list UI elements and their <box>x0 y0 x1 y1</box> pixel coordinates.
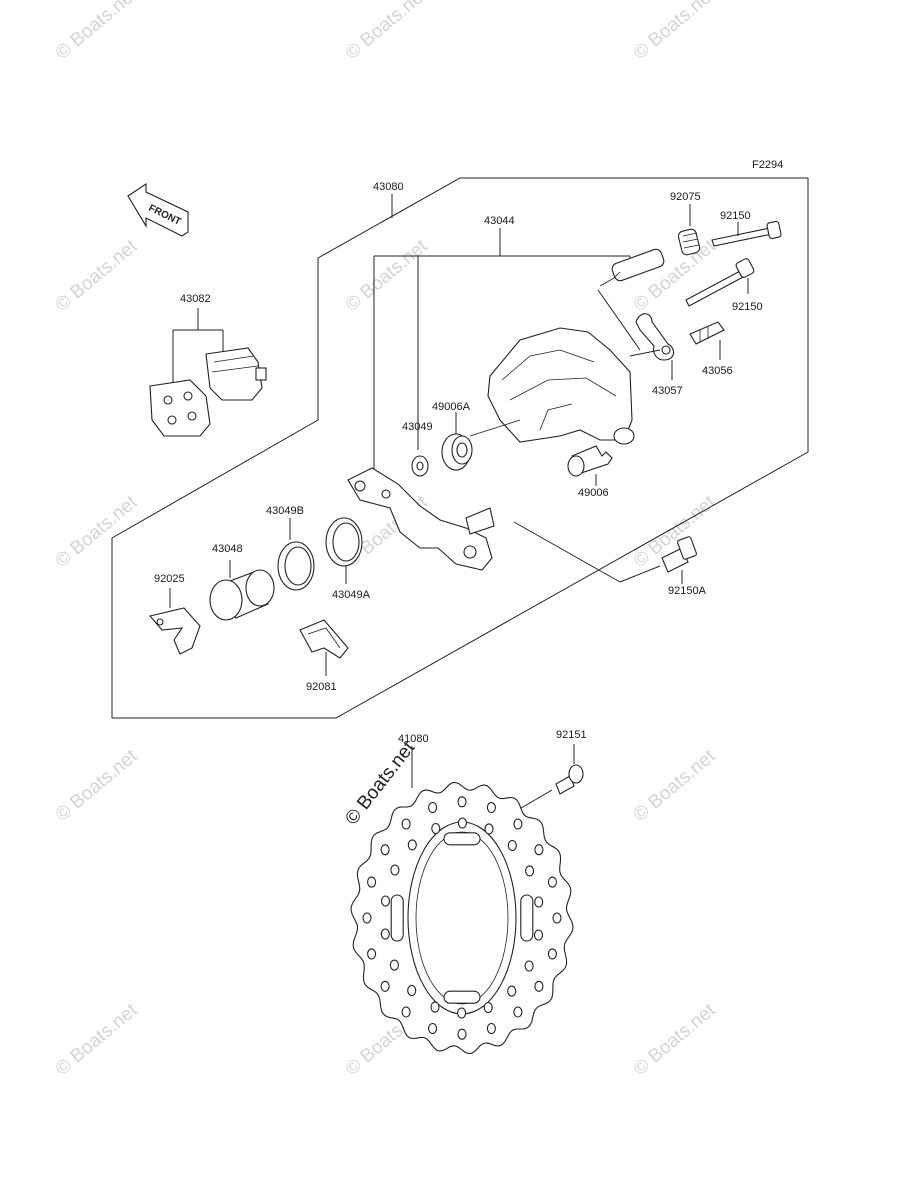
boot-92075 <box>677 204 701 256</box>
piston-43048 <box>209 560 275 621</box>
assembly-frame-43080 <box>111 177 809 719</box>
label-92025: 92025 <box>154 573 185 585</box>
label-92151: 92151 <box>556 729 587 741</box>
watermark: © Boats.net <box>630 745 720 826</box>
washer-43049 <box>411 455 429 477</box>
watermark: © Boats.net <box>52 999 142 1080</box>
disc-vent-hole <box>484 823 494 835</box>
label-92075: 92075 <box>670 191 701 203</box>
disc-vent-hole <box>507 839 517 852</box>
disc-vent-hole <box>507 985 517 997</box>
disc-slot <box>520 894 534 942</box>
watermark: © Boats.net <box>630 999 720 1080</box>
figure-code: F2294 <box>752 159 783 171</box>
disc-vent-hole <box>430 1001 440 1013</box>
disc-vent-hole <box>407 984 417 997</box>
clip-92025 <box>148 588 201 655</box>
disc-vent-hole <box>486 801 496 814</box>
disc-vent-hole <box>428 801 438 814</box>
bolt-49006 <box>567 445 613 486</box>
spring-92081 <box>299 619 349 676</box>
disc-vent-hole <box>547 948 557 960</box>
label-41080: 41080 <box>398 733 429 745</box>
label-43056: 43056 <box>702 365 733 377</box>
disc-vent-hole <box>457 817 467 829</box>
label-92150-bottom: 92150 <box>732 301 763 313</box>
leader-43044 <box>373 228 631 476</box>
watermark: © Boats.net <box>342 0 432 64</box>
disc-vent-hole <box>534 844 544 856</box>
disc-vent-hole <box>362 912 372 924</box>
disc-vent-hole <box>407 839 417 851</box>
watermark: © Boats.net <box>52 0 142 64</box>
pads-43082 <box>149 308 267 437</box>
label-43048: 43048 <box>212 543 243 555</box>
disc-vent-hole <box>457 1028 467 1040</box>
slide-pin-assembly <box>597 248 665 351</box>
disc-vent-hole <box>525 865 535 877</box>
link-43057 <box>629 313 675 380</box>
seal-43049B <box>277 518 315 591</box>
disc-vent-hole <box>390 864 400 876</box>
disc-slot <box>443 832 481 846</box>
disc-vent-hole <box>457 796 467 808</box>
bolt-92150A <box>513 521 697 584</box>
seal-43049A <box>325 517 363 584</box>
disc-vent-hole <box>428 1022 438 1035</box>
disc-vent-hole <box>486 1022 496 1035</box>
disc-vent-hole <box>380 844 390 856</box>
brake-disc-41080 <box>350 746 574 1055</box>
caliper-body-43080 <box>469 327 635 445</box>
bolt-92151 <box>503 744 584 819</box>
disc-vent-hole <box>380 980 390 992</box>
disc-vent-hole <box>534 980 544 992</box>
disc-vent-hole <box>533 929 544 941</box>
front-arrow-icon: FRONT <box>127 182 189 237</box>
disc-vent-hole <box>457 1007 467 1019</box>
label-43049B: 43049B <box>266 505 304 517</box>
disc-vent-hole <box>367 876 377 888</box>
label-43049: 43049 <box>402 421 433 433</box>
label-43044: 43044 <box>484 215 515 227</box>
label-43080: 43080 <box>373 181 404 193</box>
disc-vent-hole <box>552 912 562 924</box>
caliper-bracket <box>347 467 495 571</box>
label-92150-top: 92150 <box>720 210 751 222</box>
label-43057: 43057 <box>652 385 683 397</box>
boot-49006A <box>441 412 473 471</box>
watermark: © Boats.net <box>630 235 720 316</box>
pin-92150-bottom <box>685 258 755 307</box>
label-43082: 43082 <box>180 293 211 305</box>
disc-slot <box>390 894 404 942</box>
disc-vent-hole <box>513 1006 523 1018</box>
watermark: © Boats.net <box>52 235 142 316</box>
bleeder-43056 <box>689 321 725 360</box>
label-92150A: 92150A <box>668 585 707 597</box>
disc-vent-hole <box>380 928 390 940</box>
disc-vent-hole <box>380 895 391 907</box>
watermark: © Boats.net <box>52 745 142 826</box>
disc-slot <box>443 990 481 1004</box>
label-49006A: 49006A <box>432 401 471 413</box>
disc-vent-hole <box>483 1001 493 1014</box>
label-49006: 49006 <box>578 487 609 499</box>
label-43049A: 43049A <box>332 589 371 601</box>
disc-vent-hole <box>389 959 399 971</box>
watermark: © Boats.net <box>52 491 142 572</box>
disc-vent-hole <box>513 818 523 830</box>
disc-vent-hole <box>534 896 544 908</box>
pin-92150-top <box>711 220 782 247</box>
disc-vent-hole <box>401 1006 411 1018</box>
label-92081: 92081 <box>306 681 337 693</box>
disc-vent-hole <box>401 818 411 830</box>
disc-vent-hole <box>367 948 377 960</box>
watermark: © Boats.net <box>630 0 720 64</box>
disc-vent-hole <box>431 822 441 835</box>
disc-vent-hole <box>547 876 557 888</box>
disc-vent-hole <box>524 960 534 972</box>
